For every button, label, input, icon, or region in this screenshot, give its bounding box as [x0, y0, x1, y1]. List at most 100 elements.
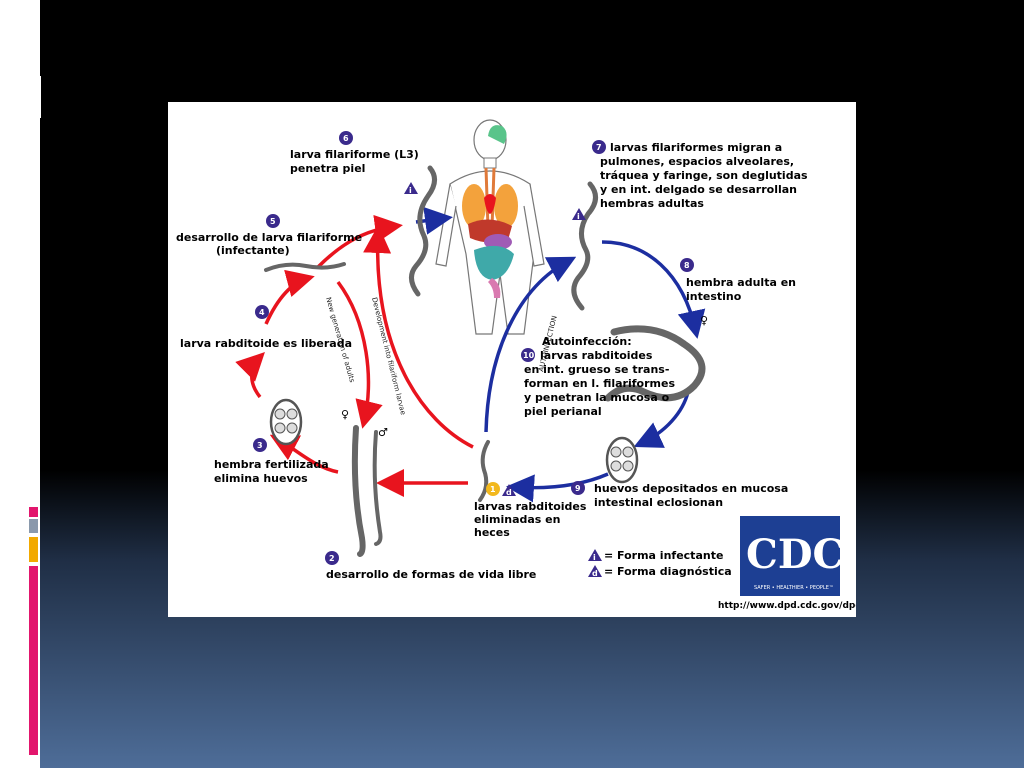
- human-body-illustration: [435, 119, 545, 335]
- svg-text:6: 6: [343, 134, 349, 143]
- step-label-8: hembra adulta en intestino: [686, 276, 796, 303]
- svg-text:intestino: intestino: [686, 290, 742, 303]
- step-badge-6: 6: [339, 131, 353, 145]
- development-label: Development into filariform larvae: [370, 297, 407, 416]
- svg-text:intestinal eclosionan: intestinal eclosionan: [594, 496, 723, 509]
- arrow-4-to-5: [264, 269, 315, 325]
- svg-text:desarrollo de formas de vida l: desarrollo de formas de vida libre: [326, 568, 536, 581]
- step-label-10: Autoinfección: larvas rabditoides en int…: [524, 335, 675, 418]
- step-label-2: desarrollo de formas de vida libre: [326, 568, 536, 581]
- step-badge-5: 5: [266, 214, 280, 228]
- legend-infective: = Forma infectante: [604, 549, 723, 562]
- arrow-1-to-6-development: [363, 225, 474, 449]
- svg-text:9: 9: [575, 484, 581, 493]
- rhabditiform-larva-feces: [478, 440, 490, 502]
- triangle-i-icon: i: [588, 549, 602, 562]
- svg-text:7: 7: [596, 143, 602, 152]
- step-badge-2: 2: [325, 551, 339, 565]
- svg-text:huevos depositados en mucosa: huevos depositados en mucosa: [594, 482, 788, 495]
- arrow-5-to-adults: [336, 280, 383, 429]
- svg-text:1: 1: [490, 485, 496, 494]
- step-badge-10: 10: [521, 348, 535, 362]
- larvae-illustrations: [264, 165, 706, 557]
- accent-bar-pink-top: [29, 507, 38, 517]
- svg-text:hembras adultas: hembras adultas: [600, 197, 704, 210]
- svg-text:hembra fertilizada: hembra fertilizada: [214, 458, 329, 471]
- female-symbol-intestine: ♀: [700, 314, 708, 327]
- triangle-i-icon: i: [404, 182, 418, 195]
- svg-text:larva filariforme (L3): larva filariforme (L3): [290, 148, 419, 161]
- step-badge-4: 4: [255, 305, 269, 319]
- step-badge-8: 8: [680, 258, 694, 272]
- egg-cluster-intestinal: [605, 436, 639, 484]
- step-badge-7: 7: [592, 140, 606, 154]
- filariform-larva-migrating: [571, 181, 598, 311]
- svg-text:3: 3: [257, 441, 263, 450]
- strongyloides-life-cycle-figure: New generation of adults Development int…: [168, 102, 856, 617]
- document-stack-icon: [20, 52, 41, 118]
- step-label-3: hembra fertilizada elimina huevos: [214, 458, 329, 485]
- svg-text:larvas filariformes migran a: larvas filariformes migran a: [610, 141, 782, 154]
- svg-text:d: d: [506, 488, 512, 497]
- accent-bar-gray: [29, 519, 38, 533]
- step-label-4: larva rabditoide es liberada: [180, 337, 352, 350]
- triangle-d-icon: d: [588, 565, 602, 578]
- svg-text:tráquea y faringe, son degluti: tráquea y faringe, son deglutidas: [600, 169, 808, 182]
- step-label-6: larva filariforme (L3) penetra piel: [290, 148, 419, 175]
- arrow-9-to-1: [506, 472, 609, 503]
- svg-text:8: 8: [684, 261, 690, 270]
- accent-bar-pink: [29, 566, 38, 755]
- svg-text:en int. grueso se trans-: en int. grueso se trans-: [524, 363, 669, 376]
- step-label-7: larvas filariformes migran a pulmones, e…: [600, 141, 808, 210]
- svg-text:(infectante): (infectante): [216, 244, 290, 257]
- step-badge-9: 9: [571, 481, 585, 495]
- svg-text:piel perianal: piel perianal: [524, 405, 602, 418]
- filariform-larva-skin: [409, 165, 437, 297]
- svg-text:i: i: [593, 553, 596, 562]
- svg-text:pulmones, espacios alveolares,: pulmones, espacios alveolares,: [600, 155, 794, 168]
- adult-male-free-living: [372, 430, 383, 546]
- legend: i = Forma infectante d = Forma diagnósti…: [588, 549, 732, 578]
- adult-female-intestine: [604, 325, 706, 402]
- accent-bar-gold: [29, 537, 38, 562]
- filariform-larva-infective: [264, 262, 346, 272]
- svg-text:4: 4: [259, 308, 265, 317]
- step-label-1: larvas rabditoides eliminadas en heces: [474, 500, 587, 539]
- svg-text:Autoinfección:: Autoinfección:: [542, 335, 632, 348]
- arrow-3-to-4: [235, 352, 265, 399]
- step-badge-1: 1: [486, 482, 500, 496]
- svg-text:hembra adulta en: hembra adulta en: [686, 276, 796, 289]
- svg-text:eliminadas en: eliminadas en: [474, 513, 560, 526]
- life-cycle-diagram: New generation of adults Development int…: [176, 119, 856, 611]
- svg-text:CDC: CDC: [746, 531, 844, 578]
- svg-text:heces: heces: [474, 526, 510, 539]
- svg-text:i: i: [409, 186, 412, 195]
- svg-text:SAFER • HEALTHIER • PEOPLE™: SAFER • HEALTHIER • PEOPLE™: [754, 585, 834, 591]
- svg-text:y penetran la mucosa o: y penetran la mucosa o: [524, 391, 670, 404]
- arrow-8-to-9: [633, 391, 690, 448]
- svg-text:elimina huevos: elimina huevos: [214, 472, 308, 485]
- svg-text:5: 5: [270, 217, 276, 226]
- svg-text:forman en l. filariformes: forman en l. filariformes: [524, 377, 675, 390]
- svg-text:larvas rabditoides: larvas rabditoides: [540, 349, 653, 362]
- arrow-autoinfection: [484, 256, 577, 433]
- step-label-5: desarrollo de larva filariforme (infecta…: [176, 231, 362, 257]
- step-badge-3: 3: [253, 438, 267, 452]
- male-symbol: ♂: [378, 426, 388, 439]
- svg-text:2: 2: [329, 554, 335, 563]
- cdc-logo: CDC SAFER • HEALTHIER • PEOPLE™: [740, 516, 844, 596]
- svg-text:larvas rabditoides: larvas rabditoides: [474, 500, 587, 513]
- svg-text:y en int. delgado se desarroll: y en int. delgado se desarrollan: [600, 183, 797, 196]
- svg-text:larva rabditoide es liberada: larva rabditoide es liberada: [180, 337, 352, 350]
- female-symbol: ♀: [341, 408, 349, 421]
- arrow-7-to-8: [601, 240, 706, 339]
- adult-female-free-living: [351, 425, 366, 557]
- triangle-d-icon: d: [502, 484, 516, 497]
- source-url: http://www.dpd.cdc.gov/dpdx: [718, 601, 856, 611]
- egg-cluster-free: [269, 398, 303, 446]
- step-label-9: huevos depositados en mucosa intestinal …: [594, 482, 788, 509]
- legend-diagnostic: = Forma diagnóstica: [604, 565, 732, 578]
- svg-text:d: d: [592, 569, 598, 578]
- svg-text:penetra piel: penetra piel: [290, 162, 365, 175]
- svg-text:i: i: [577, 212, 580, 221]
